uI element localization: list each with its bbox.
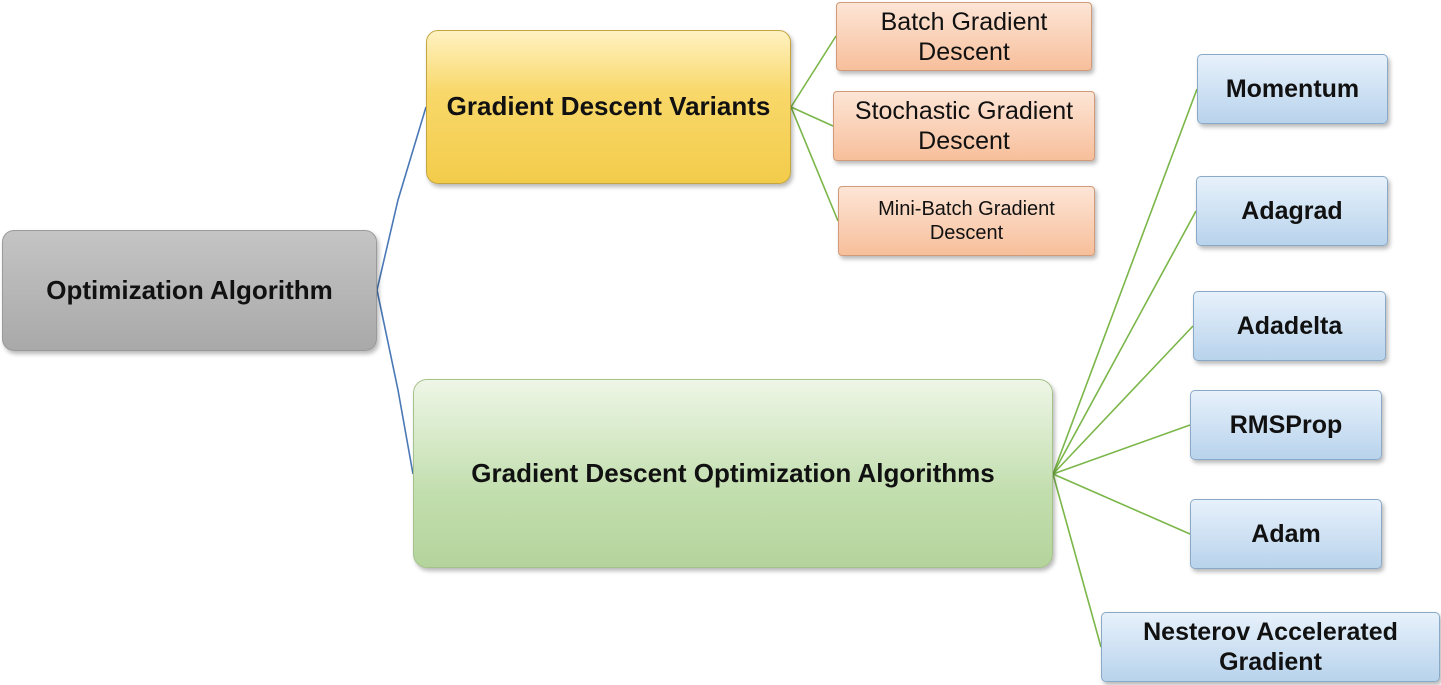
link-root-to-optimization-algorithms	[376, 289, 414, 475]
link-optalgs-to-rmsprop	[1052, 424, 1191, 475]
adam-label: Adam	[1251, 520, 1321, 548]
link-optalgs-to-nesterov	[1052, 473, 1102, 648]
gradient-descent-optimization-algorithms-label: Gradient Descent Optimization Algorithms	[471, 457, 995, 488]
link-optalgs-to-momentum	[1052, 88, 1198, 475]
link-root-to-variants	[376, 106, 427, 291]
nesterov-accelerated-gradient-node: Nesterov Accelerated Gradient	[1101, 612, 1440, 682]
stochastic-gradient-descent-node: Stochastic Gradient Descent	[833, 91, 1095, 161]
link-optalgs-to-adam	[1052, 473, 1191, 535]
link-variants-to-batch	[790, 35, 837, 108]
mini-batch-gradient-descent-node: Mini-Batch Gradient Descent	[838, 186, 1095, 256]
adagrad-label: Adagrad	[1241, 197, 1343, 225]
adam-node: Adam	[1190, 499, 1382, 569]
mini-batch-gradient-descent-label: Mini-Batch Gradient Descent	[878, 198, 1055, 244]
adadelta-label: Adadelta	[1236, 312, 1343, 340]
stochastic-gradient-descent-label: Stochastic Gradient Descent	[854, 97, 1074, 155]
rmsprop-label: RMSProp	[1229, 411, 1343, 439]
gradient-descent-variants-label: Gradient Descent Variants	[446, 91, 771, 122]
root-node-label: Optimization Algorithm	[46, 274, 333, 305]
adagrad-node: Adagrad	[1196, 176, 1388, 246]
root-node: Optimization Algorithm	[2, 230, 377, 351]
adadelta-node: Adadelta	[1193, 291, 1386, 361]
link-optalgs-to-adagrad	[1052, 210, 1197, 475]
link-optalgs-to-adadelta	[1052, 325, 1194, 475]
gradient-descent-optimization-algorithms-node: Gradient Descent Optimization Algorithms	[413, 379, 1053, 568]
nesterov-accelerated-gradient-label: Nesterov Accelerated Gradient	[1143, 618, 1398, 676]
batch-gradient-descent-node: Batch Gradient Descent	[836, 2, 1092, 71]
link-variants-to-stochastic	[790, 106, 834, 127]
batch-gradient-descent-label: Batch Gradient Descent	[880, 7, 1048, 66]
gradient-descent-variants-node: Gradient Descent Variants	[426, 30, 791, 184]
momentum-node: Momentum	[1197, 54, 1388, 124]
momentum-label: Momentum	[1225, 75, 1360, 103]
rmsprop-node: RMSProp	[1190, 390, 1382, 460]
link-variants-to-minibatch	[790, 106, 839, 222]
